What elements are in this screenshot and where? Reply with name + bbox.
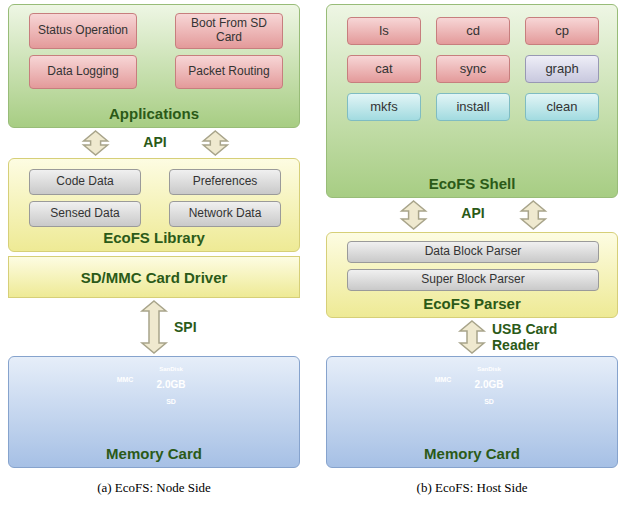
module-label: cp <box>555 24 569 39</box>
module-box: Data Block Parser <box>347 241 599 263</box>
module-box: install <box>436 93 510 121</box>
module-label: sync <box>460 62 487 77</box>
module-box: Code Data <box>29 169 141 195</box>
module-label: Data Block Parser <box>425 245 522 259</box>
interface-label: API <box>448 205 498 221</box>
layer-panel: Memory Card <box>326 356 618 468</box>
card-marking: SanDisk <box>152 366 190 372</box>
module-box: Network Data <box>169 201 281 227</box>
module-label: Super Block Parser <box>421 273 524 287</box>
module-box: graph <box>525 55 599 83</box>
module-box: mkfs <box>347 93 421 121</box>
double-arrow <box>521 201 545 229</box>
card-marking: SD <box>152 398 190 405</box>
module-label: cd <box>466 24 480 39</box>
card-marking: 2.0GB <box>152 380 190 390</box>
double-arrow <box>203 131 227 155</box>
module-box: Boot From SD Card <box>175 13 283 49</box>
layer-panel: Memory Card <box>8 356 300 468</box>
module-box: ls <box>347 17 421 45</box>
interface-label: SPI <box>174 319 244 335</box>
layer-title: SD/MMC Card Driver <box>9 269 299 286</box>
card-marking: SanDisk <box>470 366 508 372</box>
module-label: Preferences <box>193 175 258 189</box>
layer-panel: Applications Status Operation Boot From SD… <box>8 4 300 128</box>
layer-title: Memory Card <box>327 445 617 462</box>
layer-title: EcoFS Shell <box>327 175 617 192</box>
module-label: Status Operation <box>38 24 128 38</box>
module-label: Data Logging <box>47 65 118 79</box>
layer-panel: EcoFS Shell ls cd cp cat sync graph mkfs install… <box>326 4 618 198</box>
card-marking: 2.0GB <box>470 380 508 390</box>
module-label: graph <box>545 62 578 77</box>
card-marking: SD <box>470 398 508 405</box>
card-marking: MMC <box>108 376 142 383</box>
layer-panel: EcoFS Parser Data Block ParserSuper Block… <box>326 232 618 318</box>
module-box: sync <box>436 55 510 83</box>
interface-label: API <box>130 134 180 150</box>
module-label: Sensed Data <box>50 207 119 221</box>
module-label: install <box>456 100 489 115</box>
card-marking: MMC <box>426 376 460 383</box>
module-box: Sensed Data <box>29 201 141 227</box>
layer-panel: SD/MMC Card Driver <box>8 256 300 298</box>
layer-title: Memory Card <box>9 445 299 462</box>
layer-title: Applications <box>9 105 299 122</box>
double-arrow <box>460 321 484 353</box>
module-label: ls <box>379 24 388 39</box>
double-arrow <box>84 131 108 155</box>
module-label: Network Data <box>189 207 262 221</box>
module-label: clean <box>546 100 577 115</box>
module-label: cat <box>375 62 392 77</box>
module-box: Packet Routing <box>175 55 283 89</box>
module-box: cd <box>436 17 510 45</box>
double-arrow <box>142 301 166 353</box>
layer-panel: EcoFS Library Code Data PreferencesSensed … <box>8 158 300 252</box>
module-box: cat <box>347 55 421 83</box>
module-label: Boot From SD Card <box>180 17 278 45</box>
double-arrow <box>402 201 426 229</box>
module-box: Status Operation <box>29 13 137 49</box>
layer-title: EcoFS Parser <box>327 295 617 312</box>
module-box: Preferences <box>169 169 281 195</box>
module-box: clean <box>525 93 599 121</box>
module-box: Super Block Parser <box>347 269 599 291</box>
module-label: Code Data <box>56 175 113 189</box>
module-box: Data Logging <box>29 55 137 89</box>
layer-title: EcoFS Library <box>9 229 299 246</box>
interface-label: USB Card Reader <box>492 321 562 353</box>
module-label: Packet Routing <box>188 65 269 79</box>
subfigure-caption: (a) EcoFS: Node Side <box>54 480 254 496</box>
module-box: cp <box>525 17 599 45</box>
module-label: mkfs <box>370 100 397 115</box>
subfigure-caption: (b) EcoFS: Host Side <box>372 480 572 496</box>
